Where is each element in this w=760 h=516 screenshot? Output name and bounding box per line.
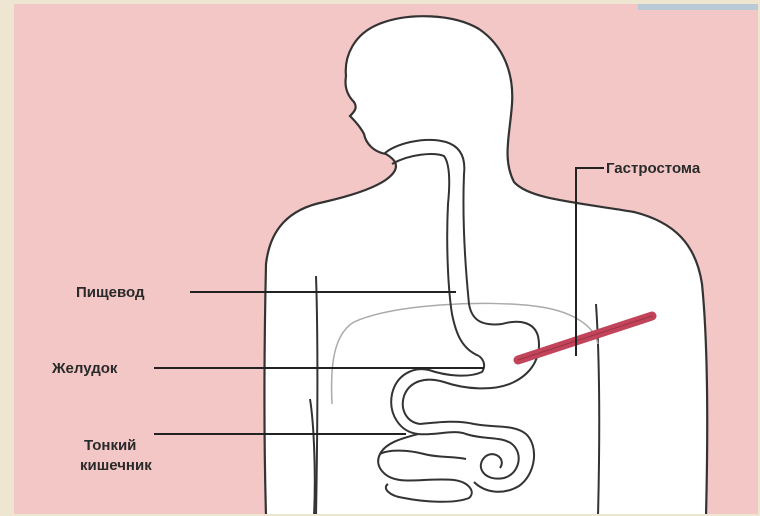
label-esophagus: Пищевод	[76, 284, 145, 301]
label-small-intestine-line2: кишечник	[80, 457, 152, 474]
label-gastrostomy: Гастростома	[606, 160, 701, 177]
diagram-frame: Гастростома Пищевод Желудок Тонкий кишеч…	[14, 4, 758, 514]
body-silhouette	[265, 16, 708, 514]
label-small-intestine-line1: Тонкий	[84, 437, 136, 454]
anatomy-diagram: Гастростома Пищевод Желудок Тонкий кишеч…	[14, 4, 758, 514]
label-stomach: Желудок	[51, 360, 118, 377]
